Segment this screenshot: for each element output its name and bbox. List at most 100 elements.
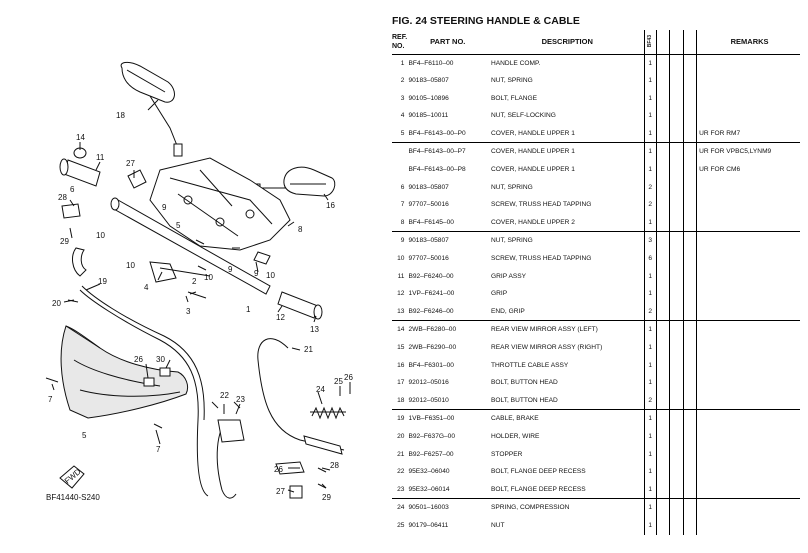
cell-empty — [669, 231, 684, 251]
cell-quantity: 1 — [643, 374, 657, 392]
cell-empty — [655, 196, 670, 214]
parts-table: REF. NO. PART NO. DESCRIPTION BF43 REMAR… — [392, 30, 800, 535]
cell-empty — [669, 142, 684, 162]
spring — [311, 406, 345, 420]
cell-quantity: 1 — [643, 339, 657, 357]
cell-quantity: 1 — [643, 285, 657, 303]
cell-empty — [655, 427, 670, 446]
cell-empty — [669, 516, 684, 535]
header-empty-2 — [669, 30, 684, 55]
cell-empty — [669, 391, 684, 410]
svg-text:13: 13 — [310, 325, 319, 334]
cell-part-no: 90183–05807 — [408, 77, 449, 85]
svg-text:19: 19 — [98, 277, 107, 286]
cell-description: NUT — [491, 521, 505, 529]
cell-remarks — [696, 374, 800, 392]
small-parts — [61, 169, 271, 299]
cell-remarks — [696, 463, 800, 481]
cell-empty — [682, 463, 697, 481]
cell-quantity: 1 — [643, 107, 657, 125]
cell-quantity: 1 — [643, 213, 657, 232]
cell-quantity: 1 — [643, 516, 657, 535]
cell-part-no: 90185–10011 — [408, 112, 449, 120]
cell-description: BOLT, BUTTON HEAD — [491, 379, 558, 387]
cell-empty — [682, 391, 697, 410]
cell-quantity: 2 — [643, 302, 657, 321]
cell-remarks — [696, 498, 800, 517]
svg-text:2: 2 — [192, 277, 197, 286]
cell-empty — [655, 374, 670, 392]
cell-empty — [655, 498, 670, 517]
parts-catalog: FIG. 24 STEERING HANDLE & CABLE REF. NO.… — [392, 12, 800, 547]
cell-part-no: 97707–50016 — [408, 201, 449, 209]
cell-empty — [669, 356, 684, 375]
cell-empty — [655, 445, 670, 464]
cell-remarks — [696, 107, 800, 125]
cell-empty — [655, 89, 670, 108]
cell-part-no: 90105–10896 — [408, 94, 449, 102]
cell-empty — [682, 516, 697, 535]
cell-description: THROTTLE CABLE ASSY — [491, 361, 569, 369]
cell-quantity: 1 — [643, 267, 657, 286]
cell-remarks — [696, 391, 800, 410]
cell-part-no: 1VB–F6351–00 — [406, 409, 488, 428]
cell-empty — [682, 72, 697, 90]
cell-part-no: 95E32–06040 — [408, 468, 450, 476]
svg-text:27: 27 — [126, 159, 135, 168]
cell-empty — [682, 267, 697, 286]
cell-quantity: 1 — [643, 161, 657, 179]
cell-part-no: BF4–F6110–00 — [408, 59, 454, 67]
cell-ref-no: 16 — [397, 361, 405, 369]
cell-empty — [682, 196, 697, 214]
cell-description: CABLE, BRAKE — [487, 409, 645, 428]
svg-text:8: 8 — [298, 225, 303, 234]
cell-ref-no: 21 — [397, 450, 405, 458]
cell-empty — [655, 72, 670, 90]
brake-cable — [257, 338, 345, 451]
svg-text:26: 26 — [344, 373, 353, 382]
figure-title: FIG. 24 STEERING HANDLE & CABLE — [392, 15, 580, 27]
cell-description: HANDLE COMP. — [491, 59, 541, 67]
svg-text:9: 9 — [162, 203, 167, 212]
cell-part-no: B92–F6240–00 — [408, 272, 454, 280]
cell-remarks: UR FOR VPBC5,LYNM9 — [696, 142, 800, 162]
cell-quantity: 1 — [643, 498, 657, 517]
cell-empty — [655, 356, 670, 375]
cell-empty — [682, 356, 697, 375]
svg-text:20: 20 — [52, 299, 61, 308]
cell-quantity: 1 — [643, 480, 657, 499]
cell-empty — [682, 339, 697, 357]
cell-description: SCREW, TRUSS HEAD TAPPING — [491, 255, 592, 263]
cell-remarks — [696, 339, 800, 357]
cell-description: HOLDER, WIRE — [491, 432, 540, 440]
cell-ref-no: 18 — [397, 396, 405, 404]
svg-text:26: 26 — [274, 465, 283, 474]
cell-ref-no — [392, 142, 407, 162]
cell-quantity: 1 — [643, 142, 657, 162]
svg-text:10: 10 — [266, 271, 275, 280]
header-empty-3 — [682, 30, 697, 55]
cell-empty — [682, 54, 697, 73]
cell-remarks — [696, 516, 800, 535]
cell-description: END, GRIP — [491, 307, 525, 315]
cell-part-no: B92–F6246–00 — [408, 307, 454, 315]
diagram-canvas: 14 11 27 18 28 6 29 10 19 20 10 4 3 2 10… — [45, 61, 353, 502]
cell-empty — [669, 178, 684, 197]
cell-empty — [682, 302, 697, 321]
cell-empty — [669, 196, 684, 214]
cell-description: NUT, SPRING — [491, 77, 533, 85]
cell-remarks — [696, 72, 800, 90]
cell-quantity: 6 — [643, 250, 657, 268]
cell-remarks — [696, 196, 800, 214]
svg-text:23: 23 — [236, 395, 245, 404]
cell-quantity: 1 — [643, 54, 657, 73]
svg-text:26: 26 — [134, 355, 143, 364]
diagram-code: BF41440-S240 — [46, 493, 100, 502]
